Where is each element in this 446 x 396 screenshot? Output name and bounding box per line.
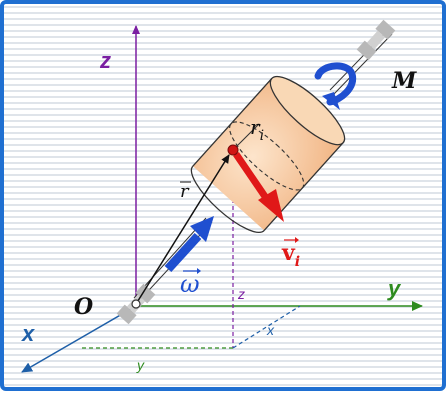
projection-x-line — [232, 305, 301, 349]
origin-label: O — [74, 294, 93, 320]
projection-x-label: x — [266, 322, 275, 338]
omega-overarrow-head — [197, 268, 201, 274]
omega-arrow-shaft — [164, 232, 202, 273]
lower-shaft-line-b — [133, 217, 207, 299]
omega-label: ω — [180, 270, 200, 298]
projection-z-label: z — [237, 286, 245, 302]
upper-shaft-line-b — [333, 33, 393, 95]
y-axis-label: y — [387, 276, 402, 301]
x-axis-line — [21, 305, 137, 373]
velocity-overarrow-head — [295, 237, 299, 243]
projection-y-label: y — [136, 357, 145, 373]
cylinder-body — [190, 75, 346, 233]
omega-arrow-head — [190, 216, 214, 242]
z-axis-label: z — [99, 48, 111, 73]
velocity-arrow-shaft — [233, 152, 269, 200]
velocity-arrow-head — [258, 189, 284, 222]
position-vector-label: r — [180, 181, 190, 202]
velocity-label: vi — [281, 240, 300, 270]
position-vector-arrow — [135, 154, 230, 305]
point-mass — [227, 144, 239, 156]
radius-line — [232, 124, 259, 151]
upper-bearing — [356, 19, 396, 61]
background — [3, 3, 443, 388]
moment-arrow-icon — [314, 62, 357, 110]
x-axis-label: x — [21, 321, 35, 346]
radius-label: ri — [250, 115, 264, 144]
origin-point — [131, 299, 141, 309]
moment-label: M — [391, 68, 417, 94]
